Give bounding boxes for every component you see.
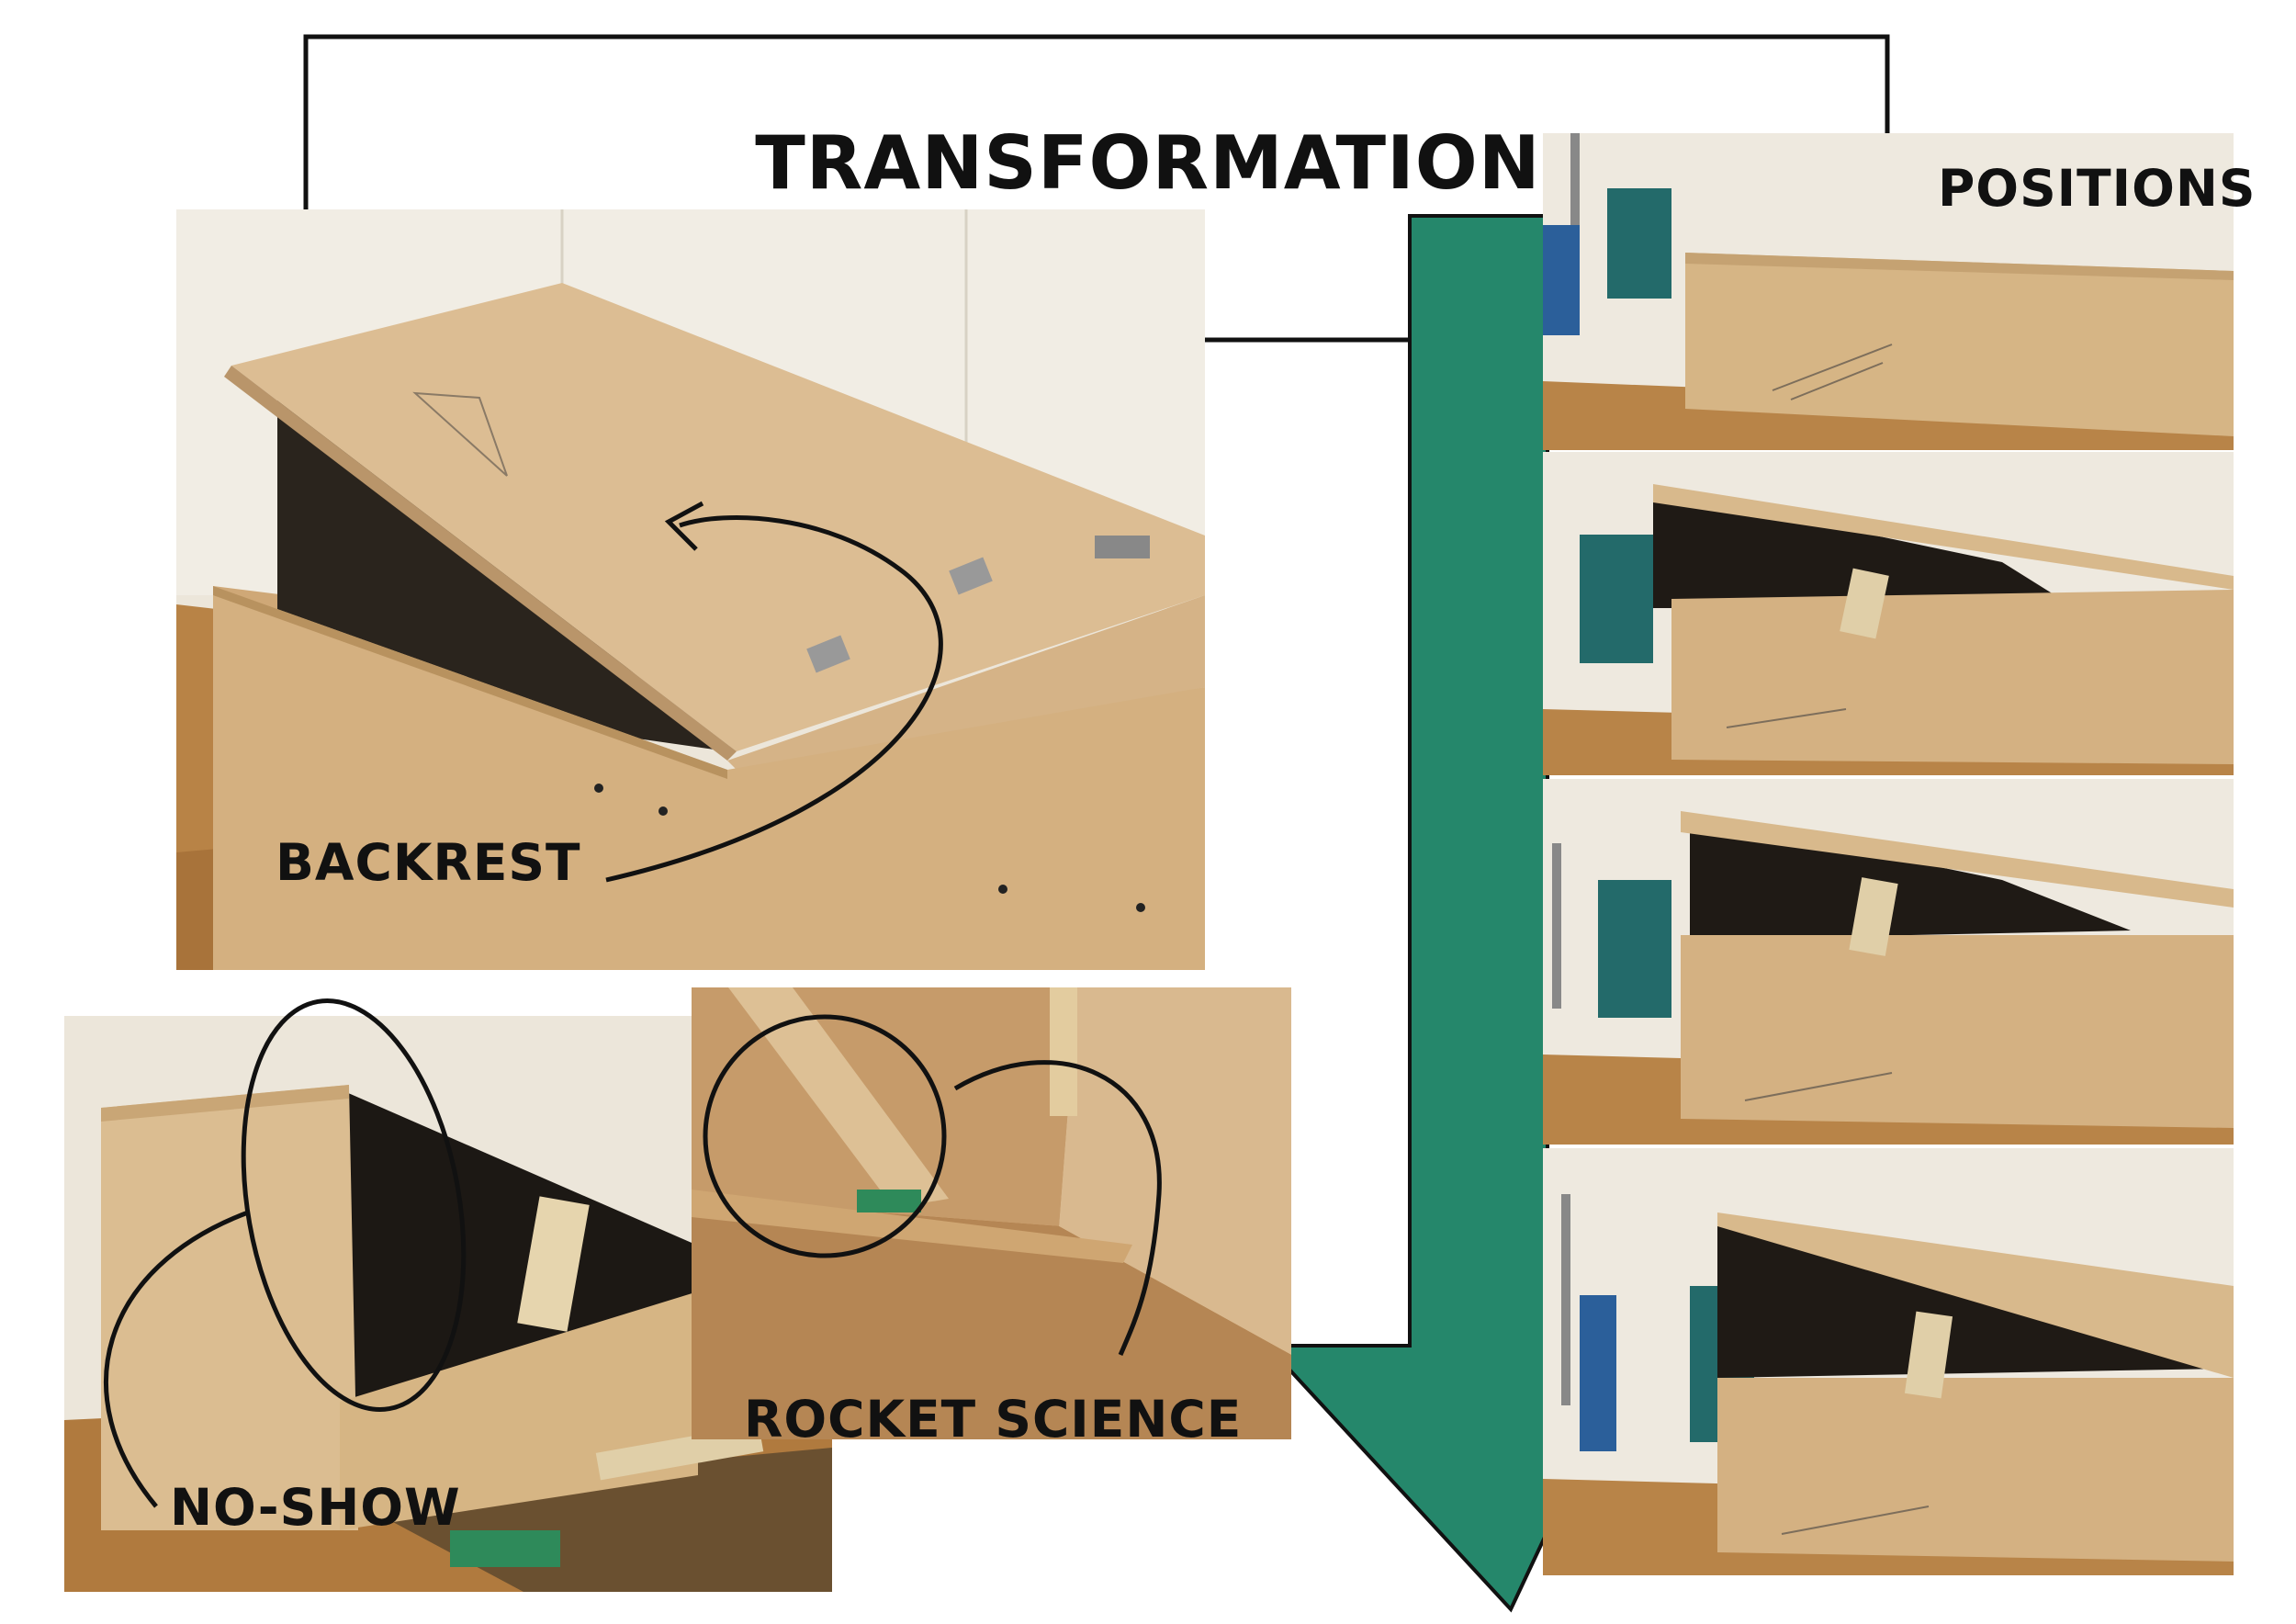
position-photo-2 — [1543, 452, 2234, 775]
backrest-arrow-curve — [605, 515, 943, 883]
frame-line — [303, 34, 1890, 211]
position-photo-3 — [1543, 779, 2234, 1145]
rocket-science-circle — [703, 1014, 947, 1258]
position-photo-1 — [1543, 133, 2234, 450]
no-show-label: NO-SHOW — [170, 1478, 461, 1537]
position-photo-4 — [1543, 1148, 2234, 1575]
no-show-circle — [241, 998, 467, 1412]
page-title: TRANSFORMATION — [755, 120, 1541, 206]
backrest-label: BACKREST — [276, 833, 581, 892]
rocket-science-leader — [953, 1060, 1162, 1356]
rocket-science-label: ROCKET SCIENCE — [744, 1390, 1243, 1449]
backrest-arrow-head — [664, 501, 704, 551]
positions-label: POSITIONS — [1938, 159, 2257, 218]
rocket-science-photo — [692, 987, 1291, 1439]
no-show-leader — [103, 1210, 249, 1508]
